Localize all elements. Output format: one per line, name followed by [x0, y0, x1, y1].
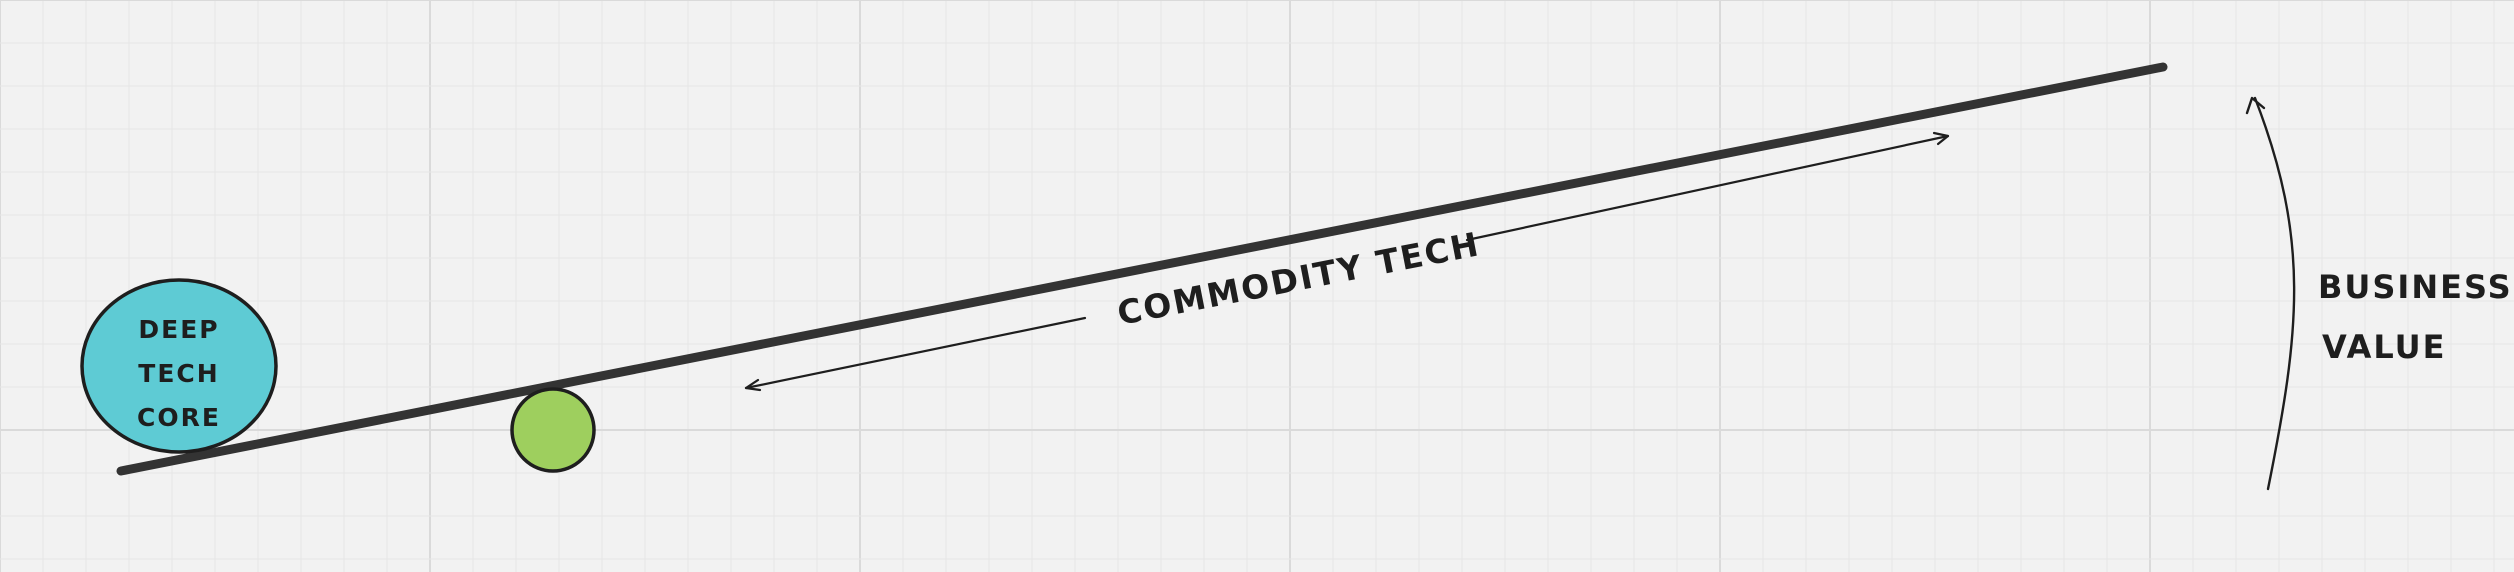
- commodity-right-arrow[interactable]: [1465, 131, 1950, 242]
- deep-tech-label-line3: CORE: [137, 403, 221, 432]
- commodity-left-arrow[interactable]: [744, 316, 1087, 392]
- business-value-label-line2: VALUE: [2322, 328, 2446, 366]
- lever-beam[interactable]: [116, 62, 2168, 476]
- business-value-label-line1: BUSINESS: [2318, 268, 2513, 306]
- business-value-arrow[interactable]: [2245, 96, 2296, 491]
- deep-tech-label-line1: DEEP: [138, 315, 219, 344]
- fulcrum-circle[interactable]: [510, 387, 596, 473]
- deep-tech-core-circle[interactable]: [80, 278, 278, 454]
- deep-tech-label-line2: TECH: [138, 359, 219, 388]
